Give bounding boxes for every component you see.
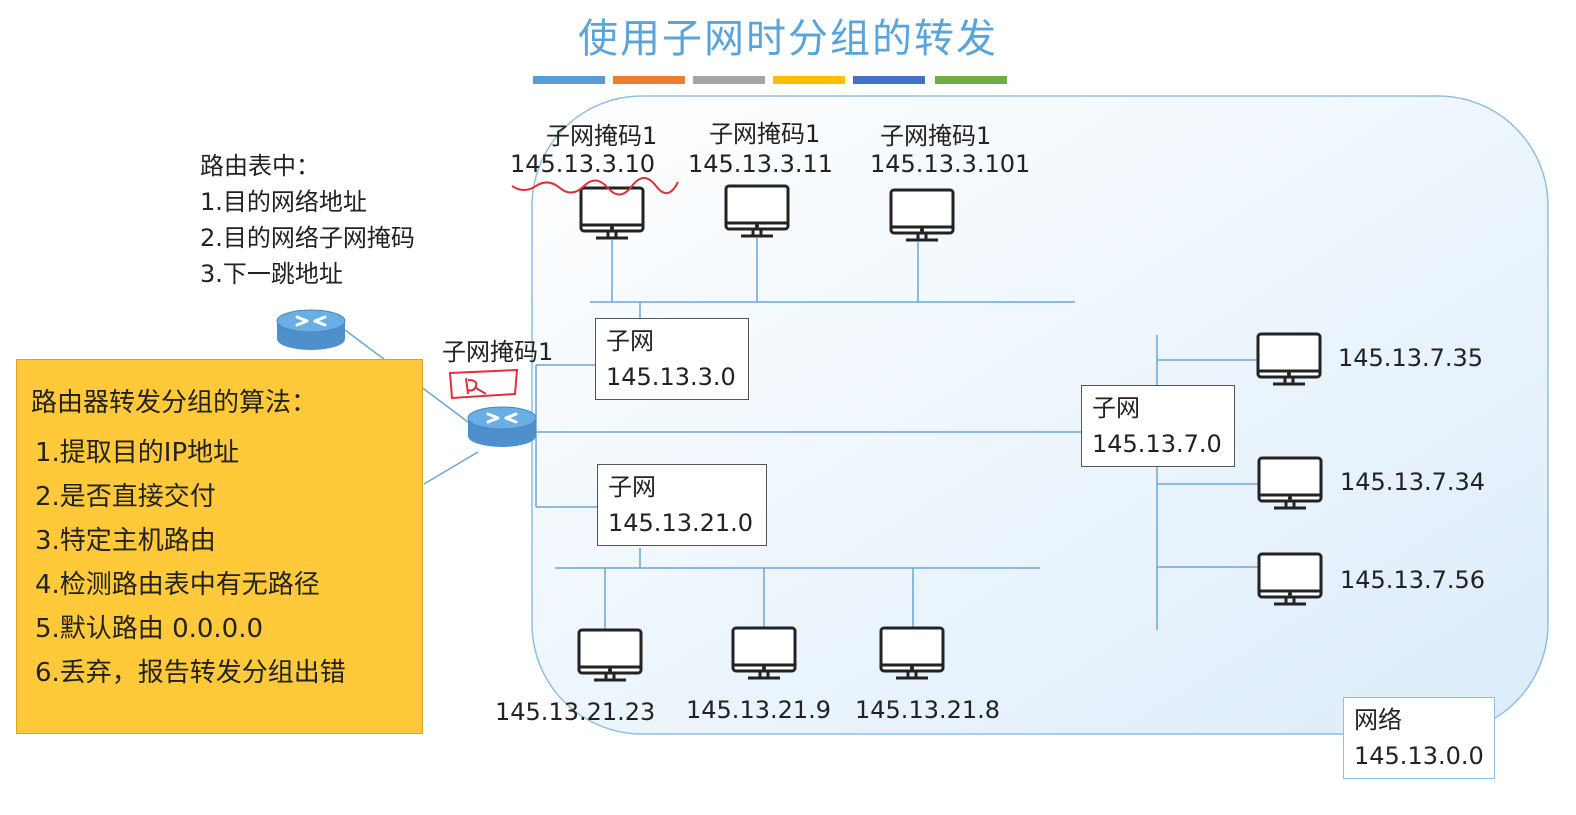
computer-icon [889, 188, 955, 242]
algorithm-step: 2.是否直接交付 [35, 482, 216, 512]
computer-icon [1257, 456, 1323, 510]
subnet-address: 145.13.3.0 [606, 363, 736, 391]
routing-table-head: 路由表中： [200, 152, 320, 180]
router-icon [275, 308, 347, 352]
page-title: 使用子网时分组的转发 [578, 16, 998, 62]
router-mask-label: 子网掩码1 [442, 338, 554, 366]
routing-table-item: 2.目的网络子网掩码 [200, 224, 415, 252]
host-mask-label: 子网掩码1 [880, 122, 992, 150]
host-mask-label: 子网掩码1 [546, 122, 658, 150]
subnet-box: 子网 145.13.3.0 [595, 318, 749, 400]
algorithm-step: 4.检测路由表中有无路径 [35, 570, 320, 600]
subnet-name: 子网 [1092, 394, 1140, 422]
subnet-box: 子网 145.13.7.0 [1081, 385, 1235, 467]
subnet-address: 145.13.7.0 [1092, 430, 1222, 458]
router-icon [466, 405, 538, 449]
subnet-name: 子网 [608, 473, 656, 501]
subnet-box: 子网 145.13.21.0 [597, 464, 767, 546]
network-address: 145.13.0.0 [1354, 742, 1484, 770]
computer-icon [724, 184, 790, 238]
computer-icon [1256, 332, 1322, 386]
host-ip-label: 145.13.21.8 [855, 696, 1001, 724]
computer-icon [577, 628, 643, 682]
algorithm-head: 路由器转发分组的算法： [31, 388, 318, 418]
subnet-address: 145.13.21.0 [608, 509, 754, 537]
routing-table-item: 1.目的网络地址 [200, 188, 367, 216]
computer-icon [879, 626, 945, 680]
subnet-name: 子网 [606, 327, 654, 355]
computer-icon [579, 186, 645, 240]
network-label-box: 网络 145.13.0.0 [1343, 697, 1495, 779]
computer-icon [731, 626, 797, 680]
network-area [531, 95, 1549, 735]
algorithm-step: 6.丢弃，报告转发分组出错 [35, 658, 346, 688]
host-mask-label: 子网掩码1 [709, 120, 821, 148]
algorithm-box: 路由器转发分组的算法： 1.提取目的IP地址 2.是否直接交付 3.特定主机路由… [16, 359, 423, 734]
host-ip-label: 145.13.7.56 [1340, 566, 1486, 594]
red-underline-annotation [511, 177, 679, 196]
algorithm-step: 5.默认路由 0.0.0.0 [35, 614, 264, 644]
palette-bar [533, 76, 1007, 84]
algorithm-step: 3.特定主机路由 [35, 526, 216, 556]
computer-icon [1257, 552, 1323, 606]
host-ip-label: 145.13.7.34 [1340, 468, 1486, 496]
routing-table-item: 3.下一跳地址 [200, 260, 343, 288]
routing-table-note: 路由表中： 1.目的网络地址 2.目的网络子网掩码 3.下一跳地址 [200, 148, 415, 292]
network-name: 网络 [1354, 706, 1402, 734]
algorithm-step: 1.提取目的IP地址 [35, 438, 240, 468]
host-ip-label: 145.13.21.9 [686, 696, 832, 724]
links [344, 238, 1258, 630]
host-ip-label: 145.13.3.10 [510, 150, 656, 178]
red-box-annotation [448, 368, 519, 400]
red-scribble-annotation [465, 377, 487, 395]
host-ip-label: 145.13.7.35 [1338, 344, 1484, 372]
host-ip-label: 145.13.3.11 [688, 150, 834, 178]
host-ip-label: 145.13.3.101 [870, 150, 1031, 178]
host-ip-label: 145.13.21.23 [495, 698, 656, 726]
